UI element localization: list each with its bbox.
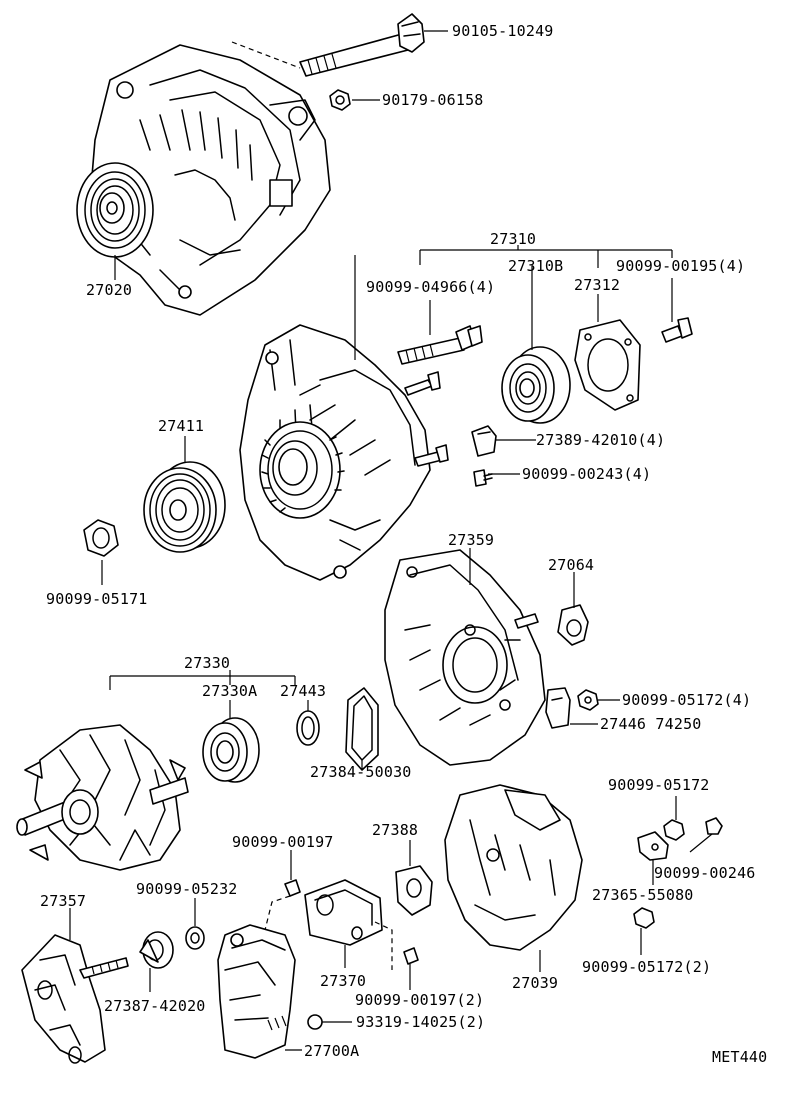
label-90099-00195: 90099-00195(4) — [616, 257, 745, 275]
insulator-part — [471, 425, 497, 457]
brush-holder-part — [304, 879, 393, 970]
label-27365-55080: 27365-55080 — [592, 886, 694, 904]
brush-holder-screw-2-part — [403, 947, 419, 965]
label-90099-00197: 90099-00197 — [232, 833, 334, 851]
rectifier-holder-part — [21, 934, 129, 1064]
terminal-washer-part — [185, 926, 205, 950]
small-nut-part — [663, 819, 685, 841]
label-27330a: 27330A — [202, 682, 257, 700]
rear-cover-part — [444, 784, 583, 951]
bearing-part — [501, 346, 571, 424]
label-27388: 27388 — [372, 821, 418, 839]
label-27312: 27312 — [574, 276, 620, 294]
terminal-insulator-part — [557, 604, 589, 646]
label-27359: 27359 — [448, 531, 494, 549]
label-27446-74250: 27446 74250 — [600, 715, 702, 733]
label-90099-00246: 90099-00246 — [654, 864, 756, 882]
small-screw-part — [473, 469, 493, 487]
pulley-nut-part — [83, 519, 119, 557]
label-27064: 27064 — [548, 556, 594, 574]
diagram-id-label: MET440 — [712, 1048, 767, 1066]
terminal-insulator-cap-part — [139, 931, 174, 969]
terminal-plate-part — [545, 687, 571, 729]
label-27389-42010: 27389-42010(4) — [536, 431, 665, 449]
label-27387-42020: 27387-42020 — [104, 997, 206, 1015]
label-90099-05232: 90099-05232 — [136, 880, 238, 898]
label-27039: 27039 — [512, 974, 558, 992]
cover-nut-part — [633, 907, 655, 929]
bearing-retainer-part — [574, 319, 641, 411]
label-27310b: 27310B — [508, 257, 563, 275]
pulley-part — [143, 461, 226, 553]
regulator-screw-part — [307, 1014, 323, 1030]
voltage-regulator-part — [217, 924, 296, 1059]
terminal-plate-small-part — [637, 831, 669, 861]
stud-bolt-part — [397, 325, 483, 365]
label-90099-05172-4: 90099-05172(4) — [622, 691, 751, 709]
leader-lines — [69, 30, 713, 1051]
label-27310: 27310 — [490, 230, 536, 248]
label-90099-05172-2: 90099-05172(2) — [582, 958, 711, 976]
gasket-part — [345, 687, 379, 771]
nut-part — [329, 89, 351, 111]
bearing-cover-part — [296, 710, 320, 746]
label-27384-50030: 27384-50030 — [310, 763, 412, 781]
regulator-cover-part — [395, 865, 433, 916]
rear-bearing-part — [202, 717, 260, 783]
through-bolt-part — [231, 13, 425, 77]
drive-end-frame-part — [239, 324, 449, 581]
label-27370: 27370 — [320, 972, 366, 990]
label-27330: 27330 — [184, 654, 230, 672]
label-90099-05171: 90099-05171 — [46, 590, 148, 608]
terminal-nut-part — [577, 689, 599, 711]
alternator-assembly-part — [76, 44, 331, 316]
label-90099-05172: 90099-05172 — [608, 776, 710, 794]
label-27443: 27443 — [280, 682, 326, 700]
rectifier-end-frame-part — [384, 549, 546, 766]
label-27020: 27020 — [86, 281, 132, 299]
label-27411: 27411 — [158, 417, 204, 435]
rotor-part — [16, 724, 189, 871]
label-93319-14025: 93319-14025(2) — [356, 1013, 485, 1031]
label-90179-06158: 90179-06158 — [382, 91, 484, 109]
screw-part — [661, 317, 693, 343]
label-90099-00243: 90099-00243(4) — [522, 465, 651, 483]
cover-screw-part — [705, 817, 723, 835]
label-27700a: 27700A — [304, 1042, 359, 1060]
label-27357: 27357 — [40, 892, 86, 910]
label-90099-04966: 90099-04966(4) — [366, 278, 495, 296]
label-90099-00197-2: 90099-00197(2) — [355, 991, 484, 1009]
label-90105-10249: 90105-10249 — [452, 22, 554, 40]
